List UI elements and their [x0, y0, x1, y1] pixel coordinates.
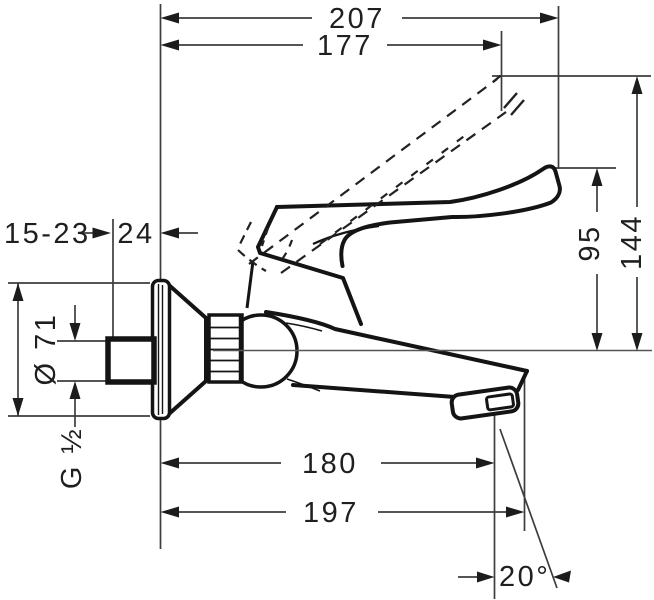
handle-raised-dashed [237, 71, 525, 274]
escutcheon-cone-bottom [168, 379, 208, 415]
dimension-177: 177 [160, 30, 502, 62]
lever-handle [275, 164, 562, 268]
handle-hub [256, 205, 363, 326]
arrowhead [12, 398, 24, 416]
arrowhead [160, 506, 179, 518]
spout-end-face [516, 369, 529, 392]
arrowhead [553, 570, 571, 583]
arrowhead [12, 283, 24, 301]
escutcheon-cone-top [168, 284, 208, 320]
break-mark-2 [510, 99, 525, 116]
dim-label-diameter-71: Ø 71 [30, 313, 62, 386]
spout-top-edge [264, 310, 529, 373]
faucet-body [105, 164, 562, 421]
raised-hub-detail-2 [278, 239, 294, 264]
dimension-144: 144 [616, 76, 648, 351]
raised-hub-left [237, 221, 252, 249]
arrowhead [483, 39, 502, 51]
lever-inner-edge [312, 224, 380, 245]
dim-label-180: 180 [302, 448, 358, 480]
dim-label-144: 144 [616, 214, 648, 270]
dimension-197: 197 [160, 497, 525, 529]
raised-handle-inner-edge [319, 133, 468, 245]
arrowhead [631, 76, 643, 94]
dim-label-197: 197 [303, 497, 359, 529]
arrowhead [160, 227, 179, 239]
dimension-diameter-71: Ø 71 [12, 283, 62, 416]
arrowhead [477, 571, 495, 583]
raised-handle-top-edge [248, 78, 498, 265]
arrowhead [540, 12, 559, 24]
dim-label-177: 177 [317, 30, 373, 62]
neck-left-edge [245, 260, 255, 309]
arrowhead [506, 506, 525, 518]
dim-label-207: 207 [329, 3, 385, 35]
raised-hub-bottom [237, 249, 267, 272]
reference-lines [8, 4, 651, 599]
dimension-15-23-24: 15-23 24 [4, 218, 198, 250]
arrowhead [591, 168, 603, 186]
escutcheon-cone-fill [170, 286, 206, 413]
arrowhead [160, 457, 179, 469]
break-mark-1 [503, 92, 518, 109]
raised-hub-detail-1 [260, 227, 270, 247]
aerator [449, 385, 521, 421]
dimension-207: 207 [160, 3, 559, 35]
union-nut-ribs [210, 326, 241, 373]
aerator-outlet [485, 392, 515, 412]
dimension-thread-g12: G ½ [56, 305, 88, 489]
spout-bottom-edge [291, 383, 457, 399]
arrowhead [160, 39, 179, 51]
arrowhead [591, 333, 603, 351]
dimension-95: 95 [574, 168, 606, 351]
raised-handle-end-cap [492, 71, 506, 83]
dim-label-20deg: 20° [499, 561, 550, 593]
dim-label-95: 95 [574, 224, 606, 261]
spout-junction-top [285, 322, 323, 332]
jet-angle-line [499, 428, 558, 589]
dimension-20deg: 20° [458, 561, 571, 593]
arrowhead [476, 457, 495, 469]
arrowhead [160, 12, 179, 24]
dim-label-15-23: 15-23 [4, 218, 91, 250]
arrowhead [631, 333, 643, 351]
dim-label-thread: G ½ [56, 427, 88, 489]
dimension-180: 180 [160, 448, 495, 480]
arrowhead [69, 323, 81, 341]
dim-label-24: 24 [117, 218, 154, 250]
arrowhead [69, 381, 81, 399]
arrowhead [92, 227, 111, 239]
raised-handle-bottom-edge [280, 111, 507, 274]
connection-block [105, 336, 157, 385]
